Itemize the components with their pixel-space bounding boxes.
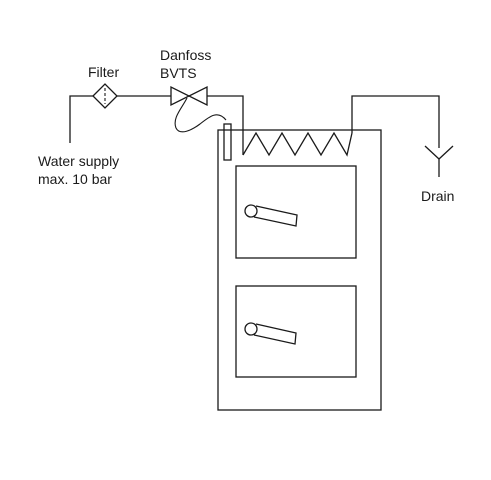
capillary-tube — [174, 97, 227, 133]
drain-outlet-pipe — [351, 95, 440, 148]
water-supply-label: Water supply — [38, 153, 119, 169]
upper-door-handle-grip — [253, 205, 298, 227]
lower-boiler-door — [235, 285, 357, 378]
heat-exchanger-coil — [242, 131, 353, 157]
drain-label: Drain — [421, 188, 454, 204]
valve-label-brand: Danfoss — [160, 47, 211, 63]
valve-to-boiler-pipe — [207, 95, 244, 155]
filter-label: Filter — [88, 64, 119, 80]
lower-door-handle-grip — [253, 323, 297, 345]
upper-door-handle-knob — [244, 204, 258, 218]
boiler-body — [217, 129, 382, 411]
supply-inlet-pipe — [69, 95, 93, 143]
lower-door-handle-knob — [244, 322, 258, 336]
drain-funnel-symbol — [424, 145, 454, 177]
bvts-valve-symbol — [170, 85, 208, 107]
water-pressure-label: max. 10 bar — [38, 171, 112, 187]
filter-symbol — [92, 83, 118, 109]
upper-boiler-door — [235, 165, 357, 259]
valve-label-model: BVTS — [160, 65, 197, 81]
temperature-sensor — [223, 123, 232, 161]
